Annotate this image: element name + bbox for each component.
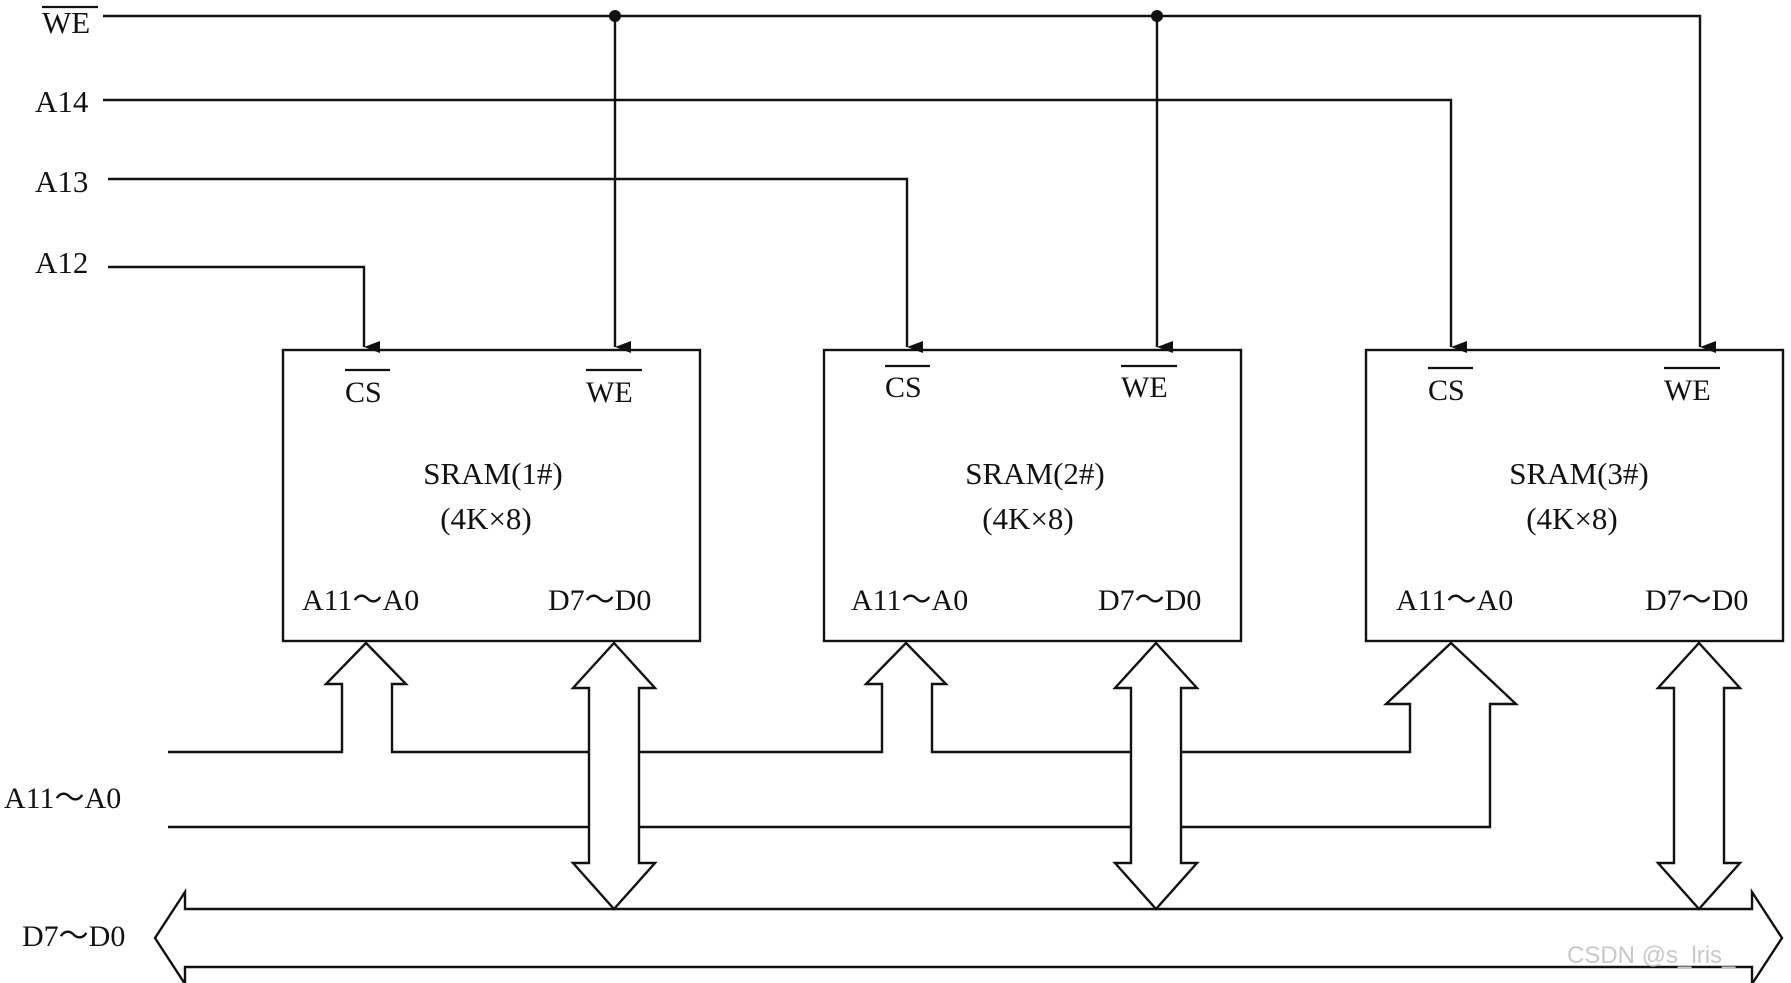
chip1-size: (4K×8)	[440, 501, 532, 536]
chip3-data-arrow	[1655, 641, 1743, 911]
chip2-we-pin: WE	[1121, 371, 1168, 404]
a12-wire	[108, 265, 380, 353]
chip1-name: SRAM(1#)	[423, 456, 563, 491]
we-signal-label: WE	[42, 5, 90, 40]
a13-wire	[108, 177, 923, 353]
a14-signal-label: A14	[35, 84, 89, 119]
chip1-cs-pin: CS	[345, 376, 382, 409]
chip2-cs-pin: CS	[885, 371, 922, 404]
a12-signal-label: A12	[35, 245, 88, 280]
chip2-box	[822, 348, 1243, 643]
sram-chip-3: CS WE SRAM(3#) (4K×8) A11～A0 D7～D0	[1364, 348, 1785, 643]
chip3-we-pin: WE	[1664, 374, 1711, 407]
chip3-box	[1364, 348, 1785, 643]
we-junction-dot-2	[1151, 10, 1163, 22]
chip2-size: (4K×8)	[982, 501, 1074, 536]
chip1-box	[281, 348, 702, 643]
chip3-size: (4K×8)	[1526, 501, 1618, 536]
chip1-addr-pin: A11～A0	[302, 584, 419, 617]
chip3-addr-pin: A11～A0	[1396, 584, 1513, 617]
chip2-addr-pin: A11～A0	[851, 584, 968, 617]
a13-signal-label: A13	[35, 164, 88, 199]
chip3-data-pin: D7～D0	[1645, 584, 1748, 617]
a14-wire	[103, 98, 1467, 353]
address-bus-label: A11～A0	[4, 782, 121, 815]
we-wire	[103, 14, 1716, 353]
data-bus-label: D7～D0	[22, 920, 125, 953]
chip1-data-pin: D7～D0	[548, 584, 651, 617]
watermark: CSDN @s_lris_	[1567, 942, 1736, 969]
chip2-name: SRAM(2#)	[965, 456, 1105, 491]
address-bus	[168, 641, 1520, 829]
chip3-name: SRAM(3#)	[1509, 456, 1649, 491]
chip2-data-arrow	[1112, 641, 1200, 911]
chip3-cs-pin: CS	[1428, 374, 1465, 407]
chip1-data-arrow	[570, 641, 658, 911]
sram-chip-1: CS WE SRAM(1#) (4K×8) A11～A0 D7～D0	[281, 348, 702, 643]
chip1-we-pin: WE	[586, 376, 633, 409]
chip2-data-pin: D7～D0	[1098, 584, 1201, 617]
we-junction-dot-1	[609, 10, 621, 22]
data-bus	[153, 887, 1784, 983]
sram-chip-2: CS WE SRAM(2#) (4K×8) A11～A0 D7～D0	[822, 348, 1243, 643]
